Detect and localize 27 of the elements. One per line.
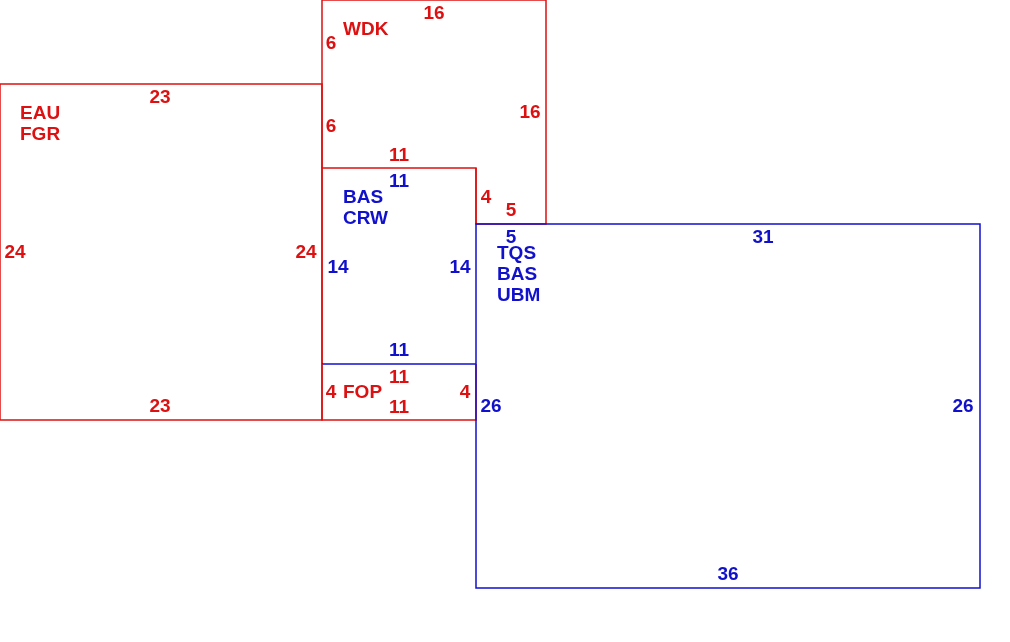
- dimension-label: 6: [325, 33, 337, 53]
- dimension-label: 14: [327, 257, 349, 277]
- dimension-label: 11: [388, 145, 410, 165]
- dimension-label: 26: [480, 396, 502, 416]
- dimension-label: 5: [505, 200, 517, 220]
- dimension-label: 6: [325, 116, 337, 136]
- dimension-label: 16: [519, 102, 541, 122]
- dimension-label: 31: [752, 227, 774, 247]
- dimension-label: 4: [480, 187, 492, 207]
- dimension-label: 11: [388, 367, 410, 387]
- dimension-label: 16: [423, 3, 445, 23]
- dimension-label: 24: [4, 242, 26, 262]
- room-name: WDK: [343, 18, 389, 39]
- dimension-label: 36: [717, 564, 739, 584]
- dimension-label: 4: [325, 382, 337, 402]
- dimension-label: 11: [388, 340, 410, 360]
- room-name: FOP: [343, 381, 383, 402]
- dimension-label: 23: [149, 87, 171, 107]
- dimension-label: 24: [295, 242, 317, 262]
- dimension-label: 11: [388, 397, 410, 417]
- room-name: EAU FGR: [20, 102, 61, 144]
- dimension-label: 26: [952, 396, 974, 416]
- dimension-label: 4: [459, 382, 471, 402]
- room-name: BAS CRW: [343, 186, 389, 228]
- dimension-label: 14: [449, 257, 471, 277]
- dimension-label: 23: [149, 396, 171, 416]
- dimension-label: 11: [388, 171, 410, 191]
